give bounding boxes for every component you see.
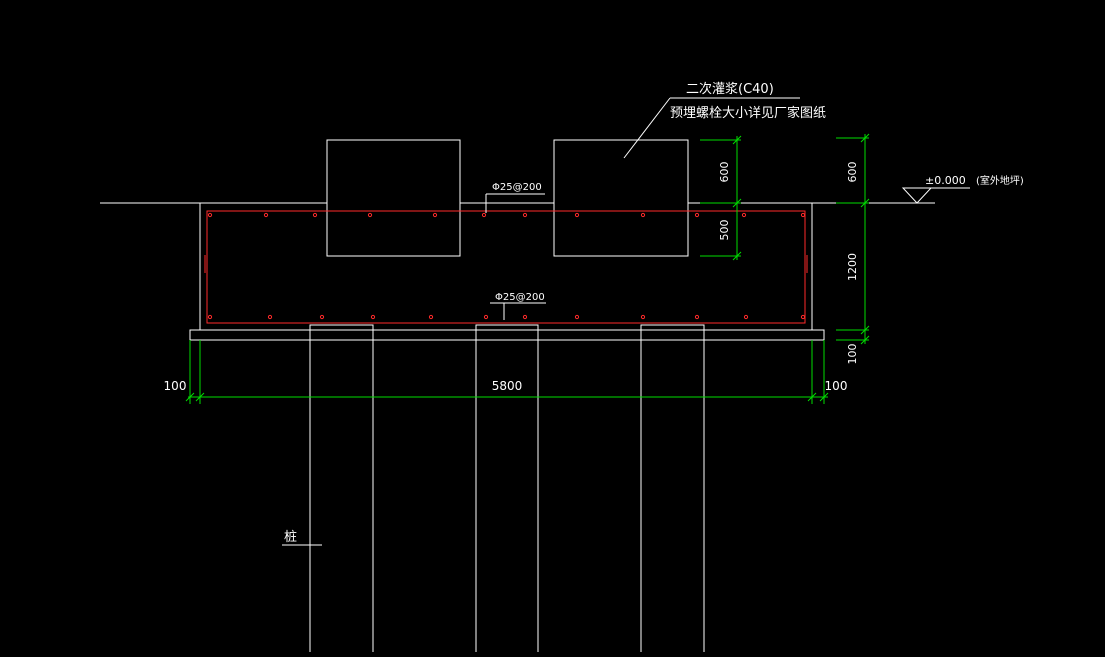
rebar-dot-top-4 — [432, 212, 438, 218]
pier-left — [326, 139, 461, 257]
dim-cap-depth: 1200 — [846, 253, 859, 281]
rebar-top-label: Φ25@200 — [492, 182, 542, 193]
pile-label: 桩 — [284, 530, 297, 545]
pile-3 — [640, 324, 705, 652]
rebar-dots — [207, 212, 806, 320]
rebar-bottom-label: Φ25@200 — [495, 292, 545, 303]
rebar-cage — [206, 210, 806, 324]
dim-width-total: 5800 — [492, 379, 523, 393]
rebar-dot-bottom-7 — [574, 314, 580, 320]
rebar-dot-top-7 — [574, 212, 580, 218]
rebar-dot-top-2 — [312, 212, 318, 218]
pile-2 — [475, 324, 539, 652]
rebar-dot-top-9 — [694, 212, 700, 218]
grout-label: 二次灌浆(C40) — [686, 81, 774, 97]
rebar-dot-bottom-4 — [428, 314, 434, 320]
rebar-dot-bottom-8 — [640, 314, 646, 320]
rebar-dot-top-10 — [741, 212, 747, 218]
dim-right-above: 600 — [846, 162, 859, 183]
elevation-note: (室外地坪) — [976, 174, 1024, 187]
rebar-dot-top-5 — [481, 212, 487, 218]
rebar-dot-top-1 — [263, 212, 269, 218]
rebar-dot-top-6 — [522, 212, 528, 218]
piles — [309, 324, 705, 652]
rebar-dot-bottom-5 — [483, 314, 489, 320]
pier-right — [553, 139, 689, 257]
grout-leader — [623, 97, 671, 159]
dim-right-offset: 100 — [825, 379, 848, 393]
rebar-dot-bottom-3 — [370, 314, 376, 320]
rebar-dot-bottom-10 — [743, 314, 749, 320]
dim-pier-above: 600 — [718, 162, 731, 183]
dimension-lines — [185, 133, 870, 404]
rebar-dot-bottom-2 — [319, 314, 325, 320]
bolt-note: 预埋螺栓大小详见厂家图纸 — [670, 105, 826, 121]
rebar-dot-bottom-11 — [800, 314, 806, 320]
rebar-dot-bottom-6 — [522, 314, 528, 320]
rebar-dot-top-8 — [640, 212, 646, 218]
pile-1 — [309, 324, 374, 652]
rebar-dot-top-0 — [207, 212, 213, 218]
elevation-value: ±0.000 — [925, 174, 966, 187]
dim-pier-embed: 500 — [718, 220, 731, 241]
dim-pad-thickness: 100 — [846, 344, 859, 365]
bedding-pad — [189, 329, 825, 341]
rebar-dot-bottom-9 — [694, 314, 700, 320]
rebar-dot-top-11 — [800, 212, 806, 218]
rebar-dot-top-3 — [367, 212, 373, 218]
rebar-dot-bottom-1 — [267, 314, 273, 320]
dim-left-offset: 100 — [164, 379, 187, 393]
rebar-dot-bottom-0 — [207, 314, 213, 320]
